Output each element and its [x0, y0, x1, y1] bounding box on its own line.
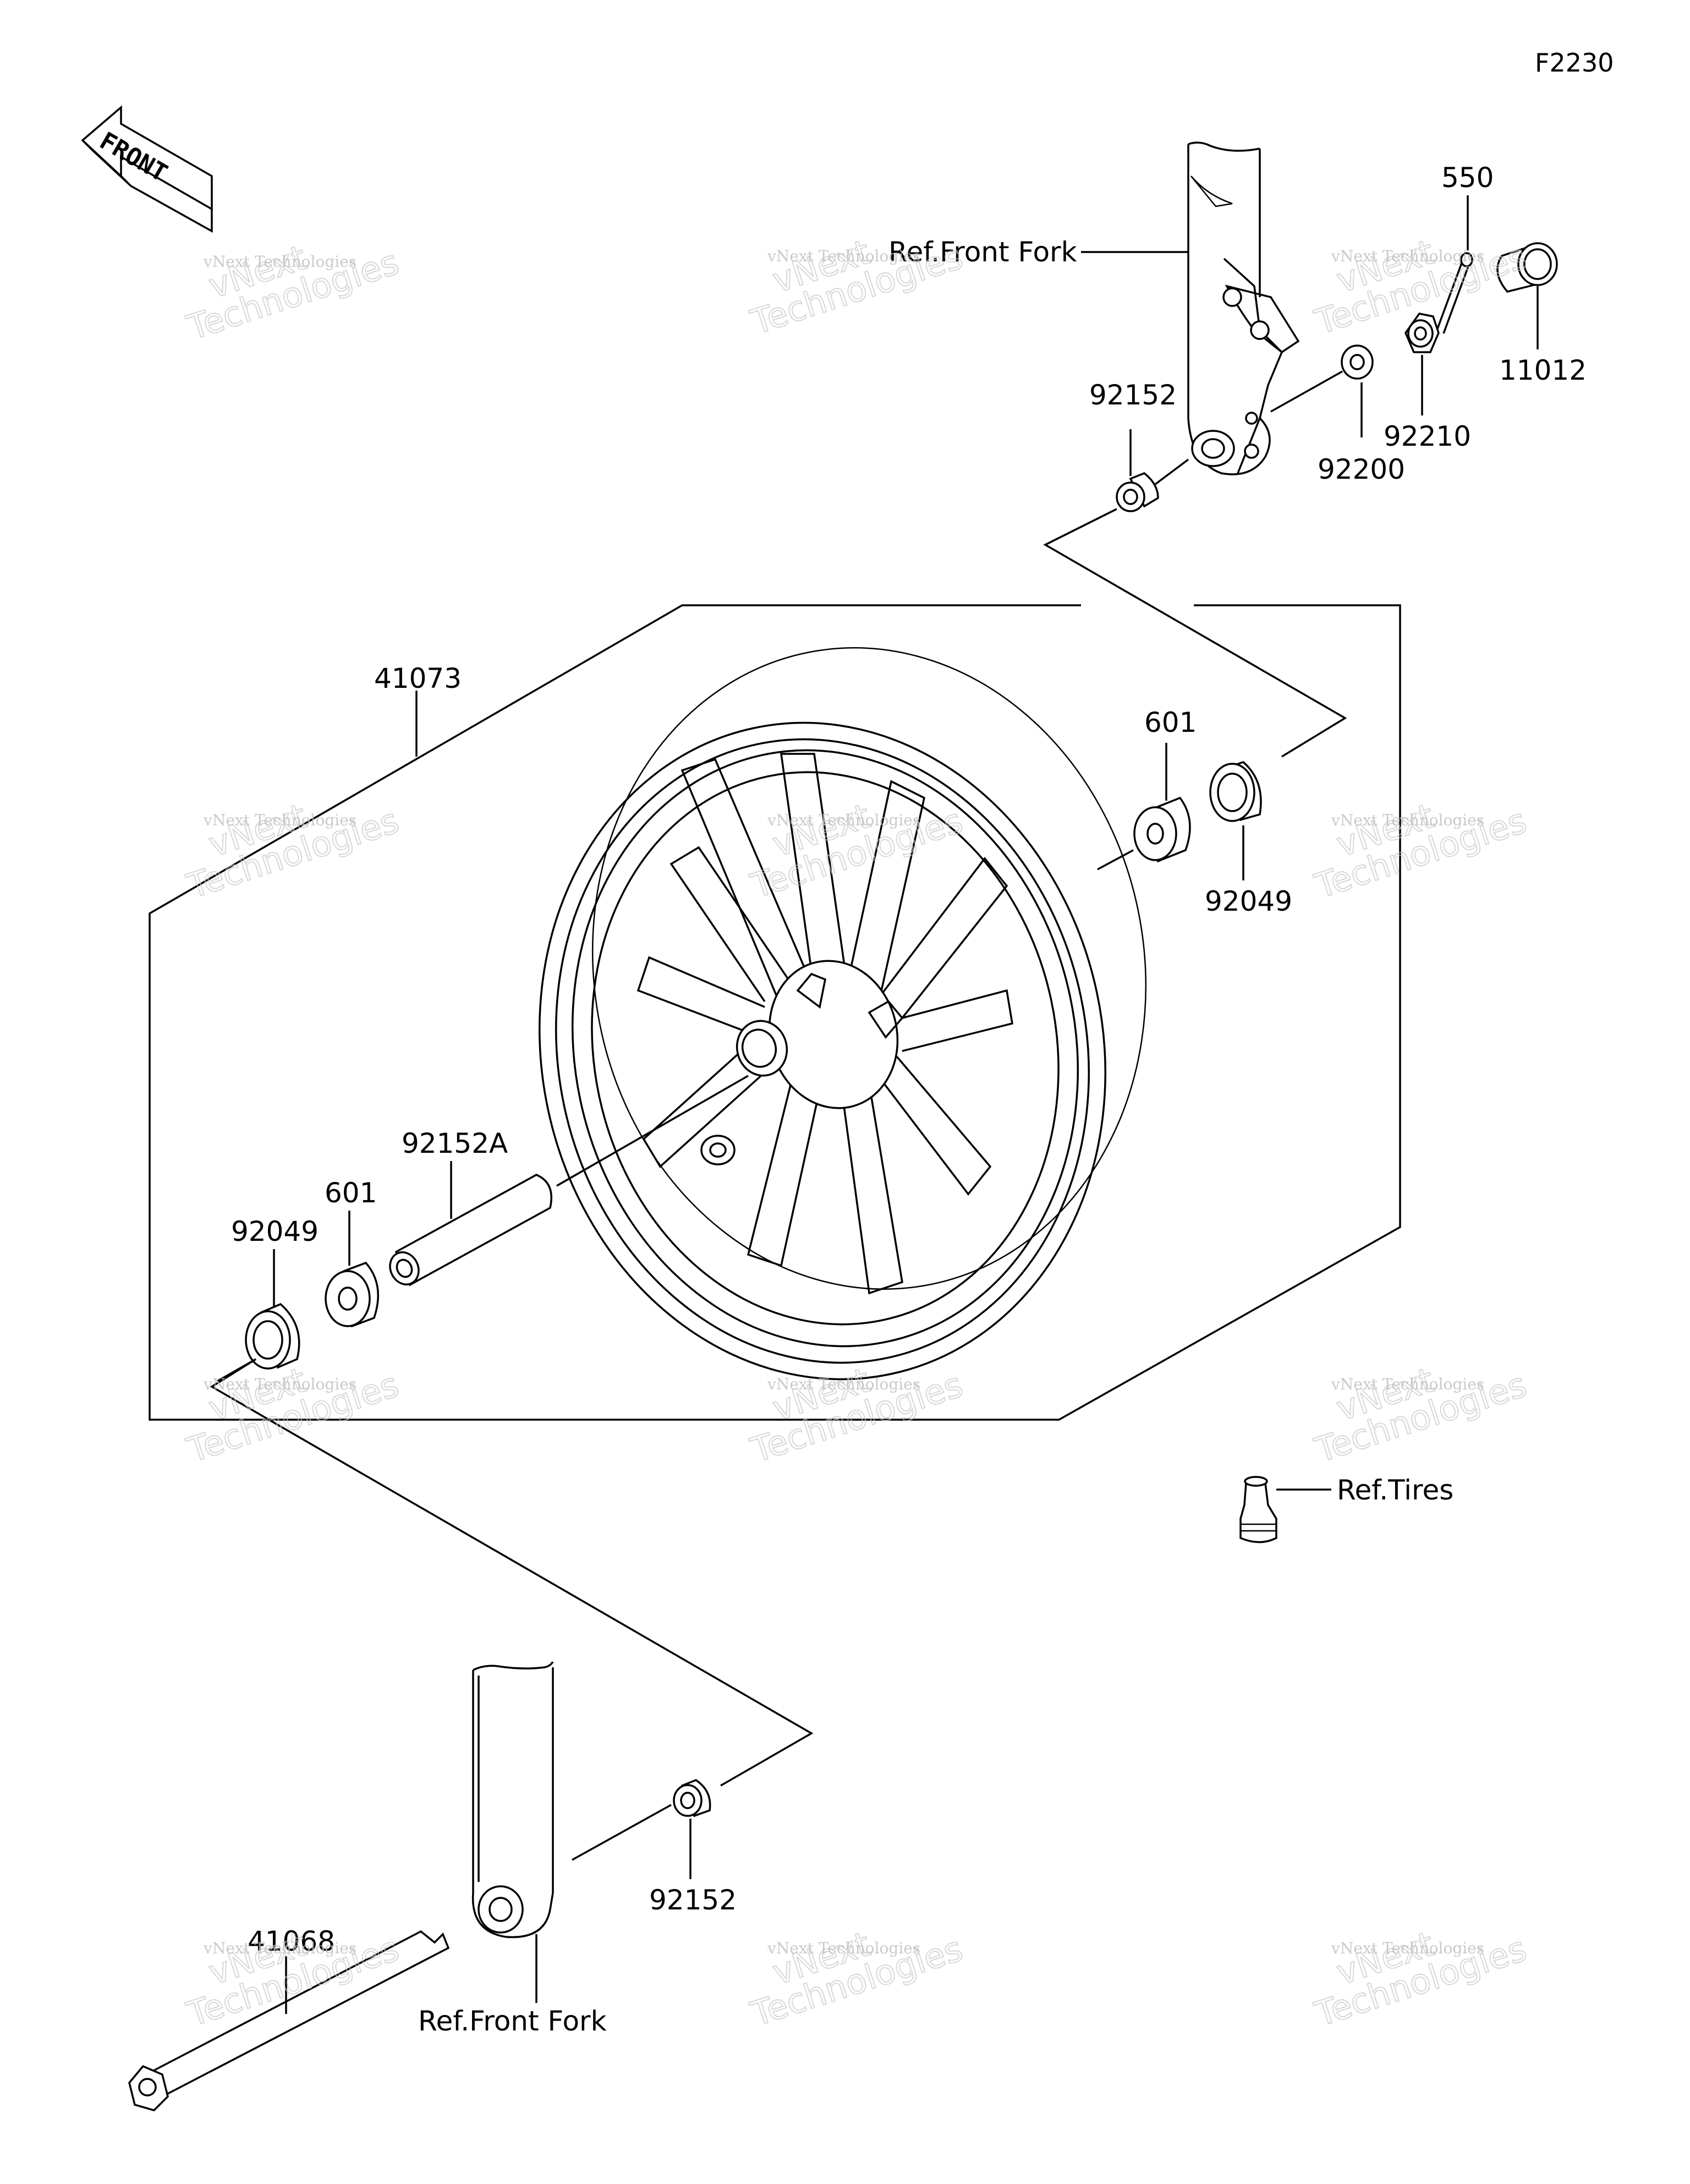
collar-11012 [1496, 242, 1558, 293]
watermark: vNext Technologies vNext Technologies [745, 231, 968, 343]
watermark: vNext Technologies vNext Technologies [745, 1923, 968, 2035]
svg-text:vNext Technologies: vNext Technologies [203, 1375, 356, 1393]
label-11012: 11012 [1499, 354, 1587, 386]
svg-text:vNext Technologies: vNext Technologies [767, 1375, 920, 1393]
watermark: vNext Technologies vNext Technologies [1309, 1923, 1532, 2035]
label-92200: 92200 [1318, 453, 1405, 485]
cotter-pin-550 [1436, 252, 1473, 334]
label-92152A: 92152A [402, 1127, 508, 1159]
figure-id: F2230 [1535, 48, 1614, 78]
label-550: 550 [1441, 162, 1494, 194]
front-fork-top [1187, 141, 1300, 475]
svg-text:vNext Technologies: vNext Technologies [1331, 247, 1484, 265]
front-fork-bottom [471, 1661, 554, 1939]
svg-text:vNext Technologies: vNext Technologies [1331, 1375, 1484, 1393]
label-601-right: 601 [1144, 707, 1197, 738]
svg-text:vNext Technologies: vNext Technologies [767, 1939, 920, 1957]
watermark: vNext Technologies vNext Technologies [1309, 1359, 1532, 1471]
spacer-92152-top [1116, 472, 1159, 512]
svg-text:vNext Technologies: vNext Technologies [767, 811, 920, 829]
label-ref-front-fork-bottom: Ref.Front Fork [418, 2005, 607, 2037]
svg-text:vNext Technologies: vNext Technologies [203, 811, 356, 829]
tire-valve [1239, 1476, 1277, 1543]
spacer-92152-bottom [673, 1779, 711, 1818]
castle-nut-92210 [1404, 313, 1440, 353]
oil-seal-92049-right [1209, 761, 1262, 822]
axle-41068 [128, 1930, 450, 2111]
label-92049-left: 92049 [231, 1216, 319, 1247]
svg-text:vNext Technologies: vNext Technologies [767, 247, 920, 265]
bearing-601-right [1133, 796, 1191, 863]
svg-text:vNext Technologies: vNext Technologies [1331, 811, 1484, 829]
washer-92200 [1341, 344, 1374, 380]
label-601-left: 601 [325, 1177, 377, 1209]
svg-text:vNext Technologies: vNext Technologies [1331, 1939, 1484, 1957]
label-92152-top: 92152 [1089, 379, 1177, 411]
label-92049-right: 92049 [1205, 885, 1292, 917]
label-92210: 92210 [1384, 420, 1471, 452]
oil-seal-92049-left [245, 1302, 300, 1370]
watermark: vNext Technologies vNext Technologies [745, 795, 968, 907]
svg-text:vNext Technologies: vNext Technologies [203, 253, 356, 271]
watermark: vNext Technologies vNext Technologies [182, 1359, 404, 1471]
label-41068: 41068 [248, 1925, 335, 1957]
label-ref-tires: Ref.Tires [1337, 1474, 1453, 1506]
label-92152-bottom: 92152 [649, 1884, 737, 1916]
watermark: vNext Technologies vNext Technologies [182, 795, 404, 907]
watermark: vNext Technologies vNext Technologies [1309, 795, 1532, 907]
front-arrow-icon: FRONT [81, 105, 213, 233]
bearing-601-left [325, 1261, 380, 1328]
label-41073: 41073 [374, 663, 462, 694]
label-ref-front-fork-top: Ref.Front Fork [888, 236, 1077, 268]
svg-text:vNext Technologies: vNext Technologies [203, 1939, 356, 1957]
sleeve-92152A [389, 1174, 552, 1287]
watermark: vNext Technologies vNext Technologies [745, 1359, 968, 1471]
watermark-group: vNext Technologies vNext Technologies vN… [182, 231, 1532, 2035]
front-wheel-41073 [539, 647, 1147, 1381]
watermark: vNext Technologies vNext Technologies [182, 237, 404, 348]
